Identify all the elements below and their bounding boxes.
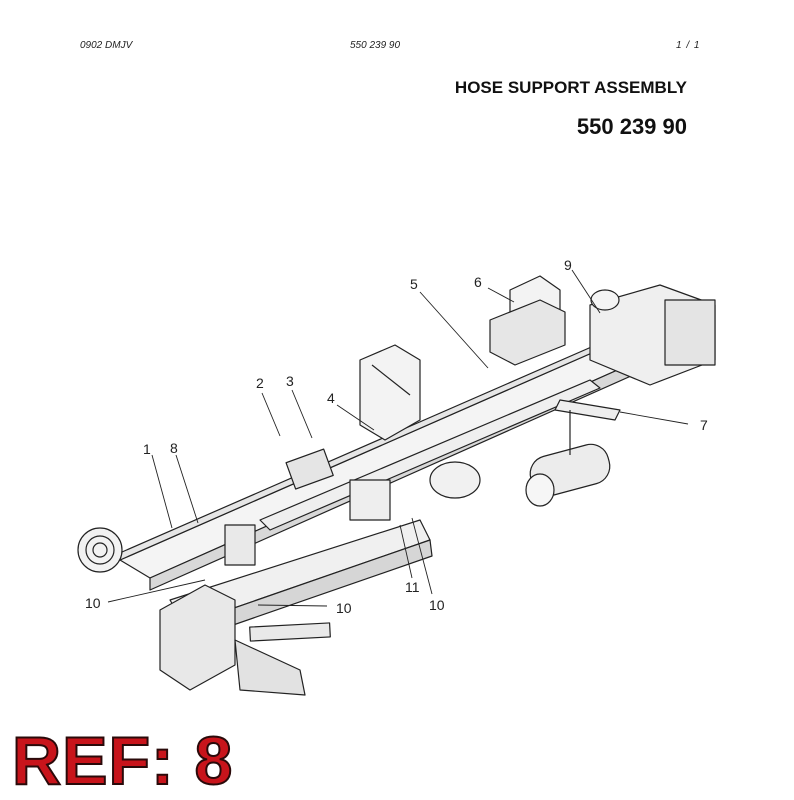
callout-11: 11 [405,579,420,595]
callout-8: 8 [170,440,178,456]
callout-4: 4 [327,390,335,406]
callout-1: 1 [143,441,151,457]
callout-10-right: 10 [429,597,445,613]
support-tower-1 [359,344,421,441]
accumulator-cylinder [525,443,611,507]
side-rail [259,379,601,531]
callout-10-left: 10 [85,595,101,611]
callout-6: 6 [474,274,482,290]
hose-reel [77,527,123,573]
page-number: 1 / 1 [676,40,701,51]
cover-box [489,299,566,366]
lower-support [159,584,236,691]
callout-5: 5 [410,276,418,292]
callout-2: 2 [256,375,264,391]
doc-code: 0902 DMJV [80,40,133,51]
reference-label: REF: 8 [11,722,234,800]
callout-7: 7 [700,417,708,433]
callout-10-middle: 10 [336,600,352,616]
callout-9: 9 [564,257,572,273]
hydraulic-cylinder [249,622,331,642]
assembly-title: HOSE SUPPORT ASSEMBLY [454,78,687,97]
assembly-part-number: 550 239 90 [576,114,687,139]
callout-3: 3 [286,373,294,389]
header-part-number: 550 239 90 [350,40,401,51]
